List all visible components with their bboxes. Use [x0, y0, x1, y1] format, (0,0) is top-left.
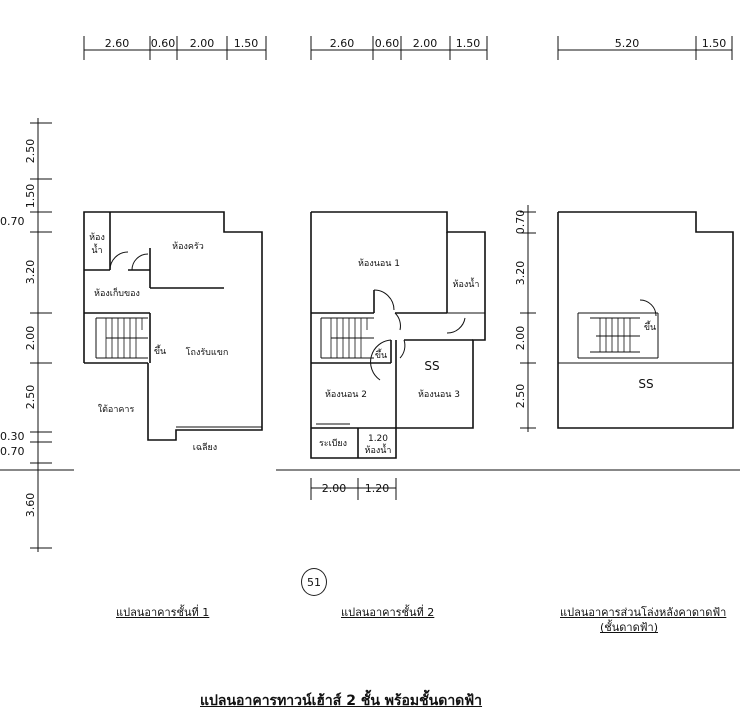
- dim-label: 2.00: [190, 37, 215, 50]
- room-label-stair-up: ขึ้น: [375, 348, 387, 361]
- plan-floor-2: [310, 211, 486, 459]
- room-label-stair-up: ขึ้น: [644, 320, 656, 333]
- dimension-labels-left-plan3: 0.70 3.20 2.00 2.50: [514, 210, 527, 409]
- dim-label: 1.20: [365, 482, 390, 495]
- room-labels-plan1: ห้อง น้ำ ห้องครัว ห้องเก็บของ ขึ้น โถงรั…: [89, 232, 228, 453]
- dim-label: 2.60: [330, 37, 355, 50]
- dimension-labels-top-plan2: 2.60 0.60 2.00 1.50: [330, 37, 481, 50]
- dim-label: 1.50: [234, 37, 259, 50]
- page-number-stamp: 51: [301, 568, 327, 596]
- dimension-labels-bottom-plan2: 2.00 1.20: [322, 482, 390, 495]
- caption-plan-roof-line2: (ชั้นดาดฟ้า): [600, 621, 658, 634]
- dimension-labels-left-plan1: 2.50 1.50 0.70 3.20 2.00 2.50 0.30 0.70 …: [0, 139, 37, 518]
- room-labels-plan3: ขึ้น SS: [638, 320, 656, 391]
- dimension-labels-top-plan3: 5.20 1.50: [615, 37, 727, 50]
- dim-label: 2.60: [105, 37, 130, 50]
- caption-plan-floor-2: แปลนอาคารชั้นที่ 2: [341, 606, 435, 619]
- dim-label: 2.00: [24, 326, 37, 351]
- handwritten-mark: SS: [638, 377, 653, 391]
- dim-label: 2.00: [413, 37, 438, 50]
- room-label-living-hall: โถงรับแขก: [186, 347, 229, 358]
- room-label-bathroom: ห้องน้ำ: [453, 277, 480, 290]
- dim-label: 2.00: [322, 482, 347, 495]
- page-title: แปลนอาคารทาวน์เฮ้าส์ 2 ชั้น พร้อมชั้นดาด…: [200, 693, 483, 709]
- room-label-stair-up: ขึ้น: [154, 344, 166, 357]
- dimension-labels-top-plan1: 2.60 0.60 2.00 1.50: [105, 37, 259, 50]
- room-label-bedroom-1: ห้องนอน 1: [358, 258, 400, 269]
- dimension-line-left-plan1: [0, 118, 74, 552]
- dim-label: 0.70: [0, 445, 25, 458]
- dimension-line-left-plan3: [520, 205, 536, 432]
- caption-plan-floor-1: แปลนอาคารชั้นที่ 1: [116, 606, 210, 619]
- room-label-bedroom-2: ห้องนอน 2: [325, 389, 367, 400]
- stair-treads-plan2: [330, 318, 368, 358]
- room-label-bathroom-line1: ห้อง: [89, 232, 105, 243]
- dim-label: 3.60: [24, 493, 37, 518]
- dim-label: 1.50: [24, 184, 37, 209]
- room-label-bathroom-line2: น้ำ: [91, 243, 102, 256]
- plan-floor-1: [83, 211, 263, 441]
- room-label-terrace: เฉลียง: [193, 442, 217, 453]
- dim-label: 0.70: [0, 215, 25, 228]
- caption-plan-roof-line1: แปลนอาคารส่วนโล่งหลังคาดาดฟ้า: [560, 606, 727, 619]
- dim-label: 0.70: [514, 210, 527, 235]
- dim-label: 0.60: [375, 37, 400, 50]
- dimension-line-top-plan3: [557, 36, 733, 60]
- handwritten-mark: SS: [424, 359, 439, 373]
- dim-label: 2.50: [514, 384, 527, 409]
- dim-label: 2.50: [24, 139, 37, 164]
- room-label-bedroom-3: ห้องนอน 3: [418, 389, 460, 400]
- dim-label: 1.50: [702, 37, 727, 50]
- dim-label: 5.20: [615, 37, 640, 50]
- plan-roof: [557, 211, 734, 429]
- dim-label: 3.20: [24, 260, 37, 285]
- stair-treads-plan1: [105, 318, 143, 358]
- room-label-kitchen: ห้องครัว: [172, 241, 204, 252]
- room-label-under-building: ใต้อาคาร: [98, 404, 135, 415]
- dim-label: 2.50: [24, 385, 37, 410]
- dim-label: 0.30: [0, 430, 25, 443]
- room-label-storage: ห้องเก็บของ: [94, 286, 140, 299]
- room-label-bathroom-size: 1.20: [368, 434, 388, 444]
- dimension-line-bottom-plan2: [310, 478, 397, 500]
- room-label-bathroom: ห้องน้ำ: [365, 443, 392, 456]
- room-label-balcony: ระเบียง: [319, 438, 347, 449]
- dimension-line-top-plan2: [310, 36, 488, 60]
- stair-treads-plan3: [599, 318, 631, 352]
- dim-label: 2.00: [514, 326, 527, 351]
- dim-label: 0.60: [151, 37, 176, 50]
- dimension-line-top-plan1: [83, 36, 267, 60]
- dim-label: 1.50: [456, 37, 481, 50]
- room-labels-plan2: ห้องนอน 1 ห้องน้ำ ขึ้น ห้องนอน 2 ห้องนอน…: [319, 258, 480, 456]
- dim-label: 3.20: [514, 261, 527, 286]
